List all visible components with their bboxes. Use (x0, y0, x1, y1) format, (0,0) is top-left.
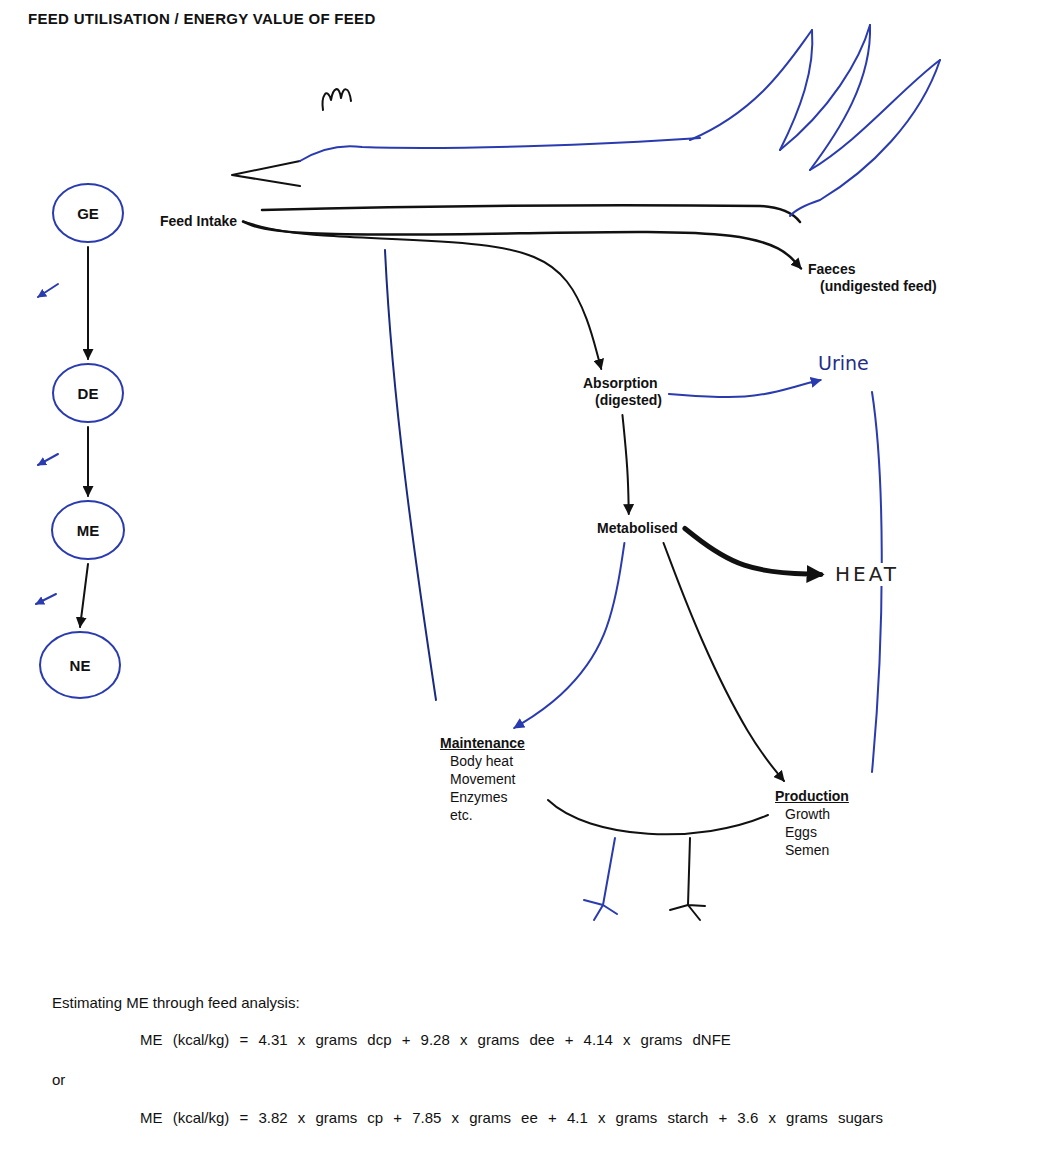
flow-arrow (87, 247, 89, 359)
tail-feather (780, 25, 870, 150)
note-text: or (52, 1071, 65, 1088)
node-text: ME (77, 522, 100, 539)
node-detail: (undigested feed) (820, 278, 937, 295)
flow-arrow (87, 427, 89, 496)
tail-feather (810, 60, 940, 170)
bird-back (300, 138, 700, 161)
flow-label: Metabolised (594, 518, 681, 539)
node-detail: (digested) (595, 392, 662, 409)
flow-arrow (80, 564, 88, 627)
tail-feather (690, 30, 812, 140)
flow-arrow (514, 543, 624, 728)
flow-label: Urine (815, 350, 872, 377)
flow-label: MaintenanceBody heat Movement Enzymes et… (437, 733, 528, 826)
circle-outline (40, 632, 120, 698)
diagram-title: FEED UTILISATION / ENERGY VALUE OF FEED (28, 10, 376, 27)
energy-circle: ME (50, 499, 126, 561)
loss-arrow (38, 454, 58, 465)
node-text: Absorption (583, 375, 662, 392)
bird-beak (232, 161, 300, 186)
node-text: NE (70, 657, 91, 674)
circle-outline (53, 364, 123, 422)
node-text: Maintenance (440, 735, 525, 752)
node-text: Urine (818, 352, 869, 375)
node-text: GE (77, 205, 99, 222)
flow-label: Faeces(undigested feed) (805, 259, 940, 297)
node-text: Production (775, 788, 849, 805)
node-text: DE (78, 385, 99, 402)
note-text: Estimating ME through feed analysis: (52, 994, 300, 1011)
flow-arrow (243, 222, 601, 370)
flow-arrow (664, 543, 784, 781)
formula-line: ME (kcal/kg) = 4.31 x grams dcp + 9.28 x… (140, 1031, 731, 1048)
bird-belly (548, 800, 768, 834)
tail-feather (780, 30, 812, 150)
bird-leg (670, 838, 705, 920)
flow-arrow (622, 415, 628, 514)
flow-label: ProductionGrowth Eggs Semen (772, 786, 852, 861)
node-text: HEAT (832, 563, 902, 586)
node-text: Faeces (808, 261, 937, 278)
node-detail: Body heat Movement Enzymes etc. (450, 752, 522, 824)
bird-leg (584, 838, 617, 920)
flow-label: Feed Intake (157, 211, 240, 232)
loss-arrow (38, 284, 58, 297)
flow-label: HEAT (829, 561, 905, 588)
energy-circle: GE (51, 182, 125, 244)
node-text: Metabolised (597, 520, 678, 537)
flow-arrow (685, 529, 821, 575)
bird-comb (323, 89, 351, 110)
node-text: Feed Intake (160, 213, 237, 230)
circle-outline (53, 184, 123, 242)
energy-circle: NE (38, 630, 122, 700)
tail-feather (790, 60, 940, 216)
node-detail: Growth Eggs Semen (785, 805, 841, 859)
bird-breast (385, 250, 436, 700)
flow-arrow (243, 222, 801, 269)
flow-label: Absorption(digested) (580, 373, 665, 411)
digestive-tract (262, 205, 800, 222)
formula-line: ME (kcal/kg) = 3.82 x grams cp + 7.85 x … (140, 1109, 883, 1126)
flow-arrow (669, 380, 821, 397)
loss-arrow (36, 594, 56, 604)
energy-circle: DE (51, 362, 125, 424)
circle-outline (52, 501, 124, 559)
